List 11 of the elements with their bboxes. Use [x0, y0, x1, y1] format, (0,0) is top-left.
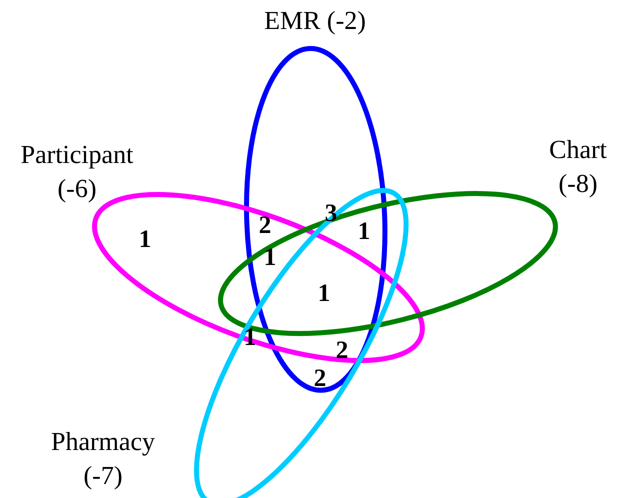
set-label: Chart (-8) — [548, 134, 608, 200]
region-count: 1 — [358, 219, 370, 245]
set-label: Pharmacy (-7) — [50, 426, 156, 492]
region-count: 2 — [336, 338, 348, 364]
region-count: 1 — [264, 245, 276, 271]
region-count: 1 — [138, 227, 152, 253]
region-count: 1 — [318, 281, 330, 307]
region-count: 2 — [314, 366, 326, 392]
set-label: EMR (-2) — [263, 5, 367, 37]
region-count: 2 — [258, 213, 272, 239]
set-label: Participant (-6) — [20, 139, 134, 205]
